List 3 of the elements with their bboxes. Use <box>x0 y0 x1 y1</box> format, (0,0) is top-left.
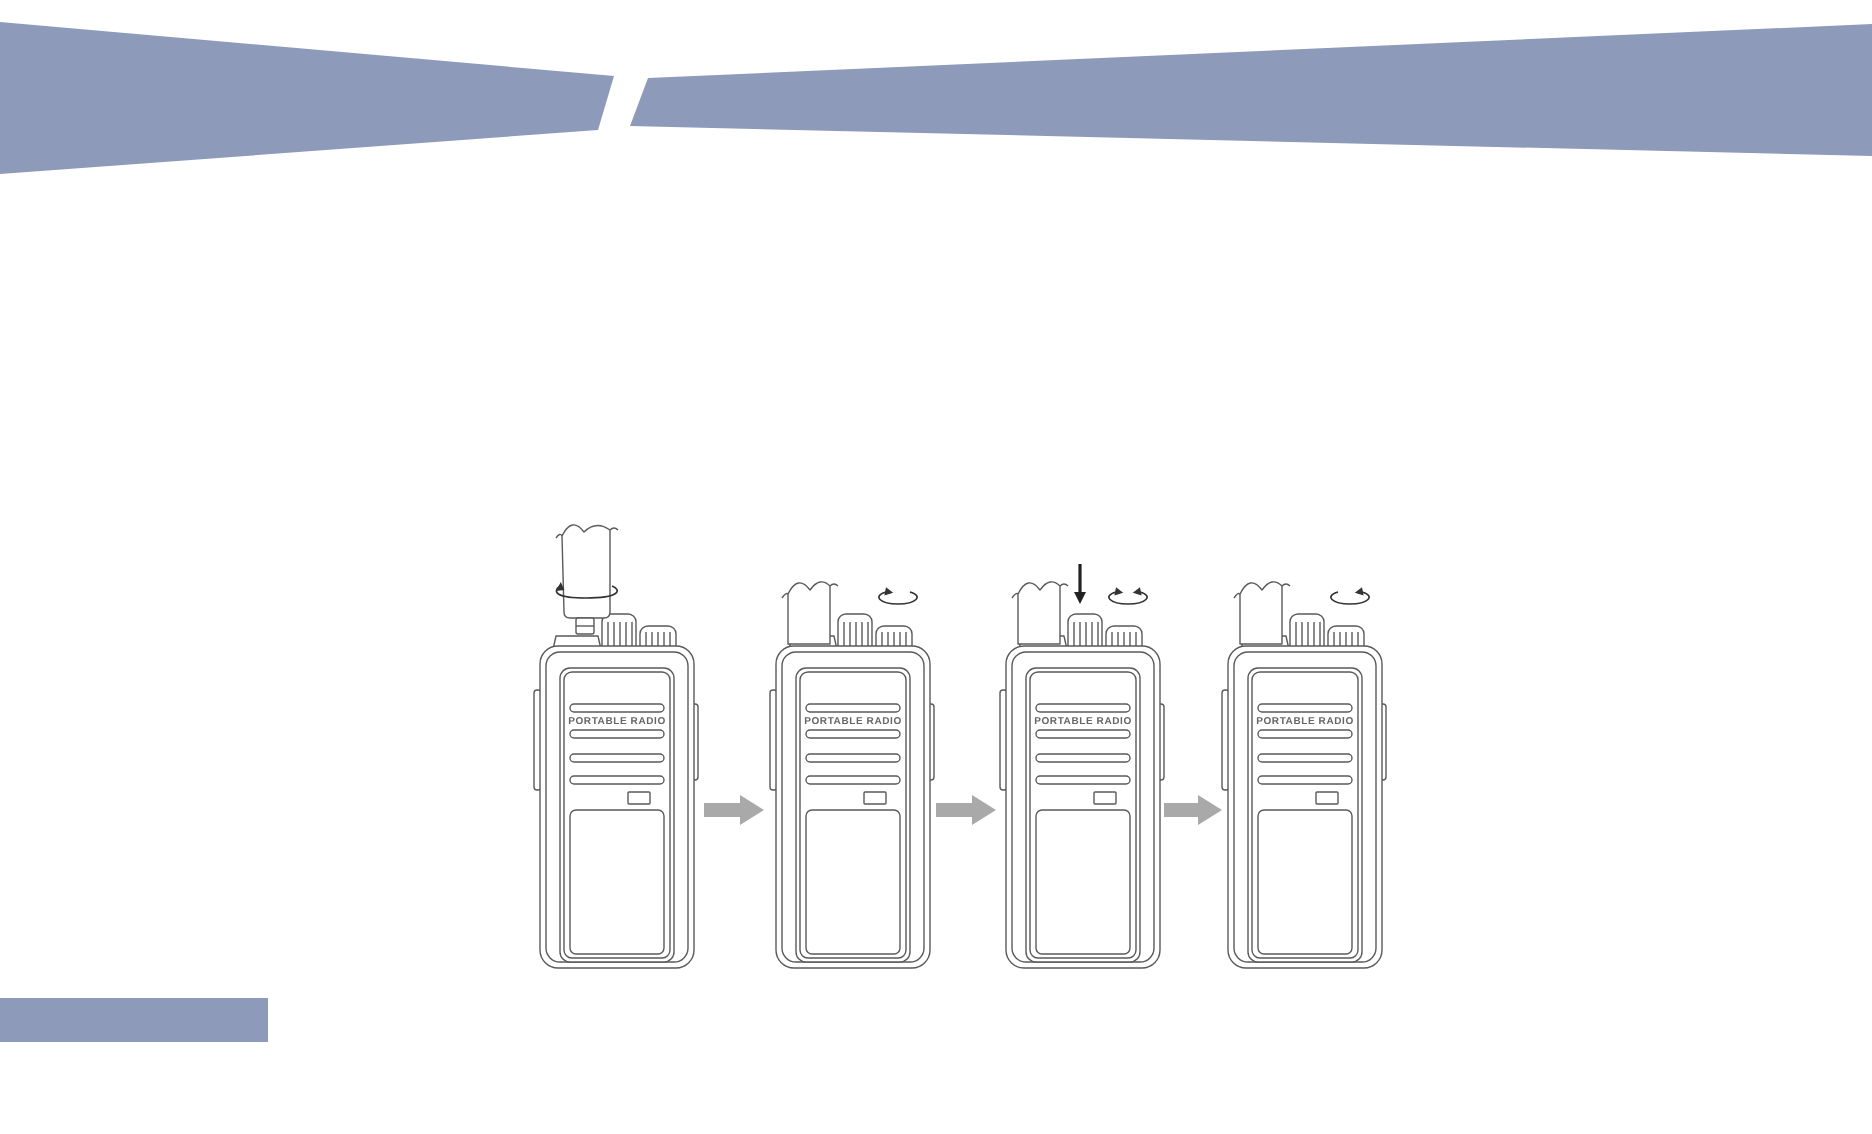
arrow <box>704 795 764 825</box>
arrow <box>1164 795 1222 825</box>
arrow <box>936 795 996 825</box>
